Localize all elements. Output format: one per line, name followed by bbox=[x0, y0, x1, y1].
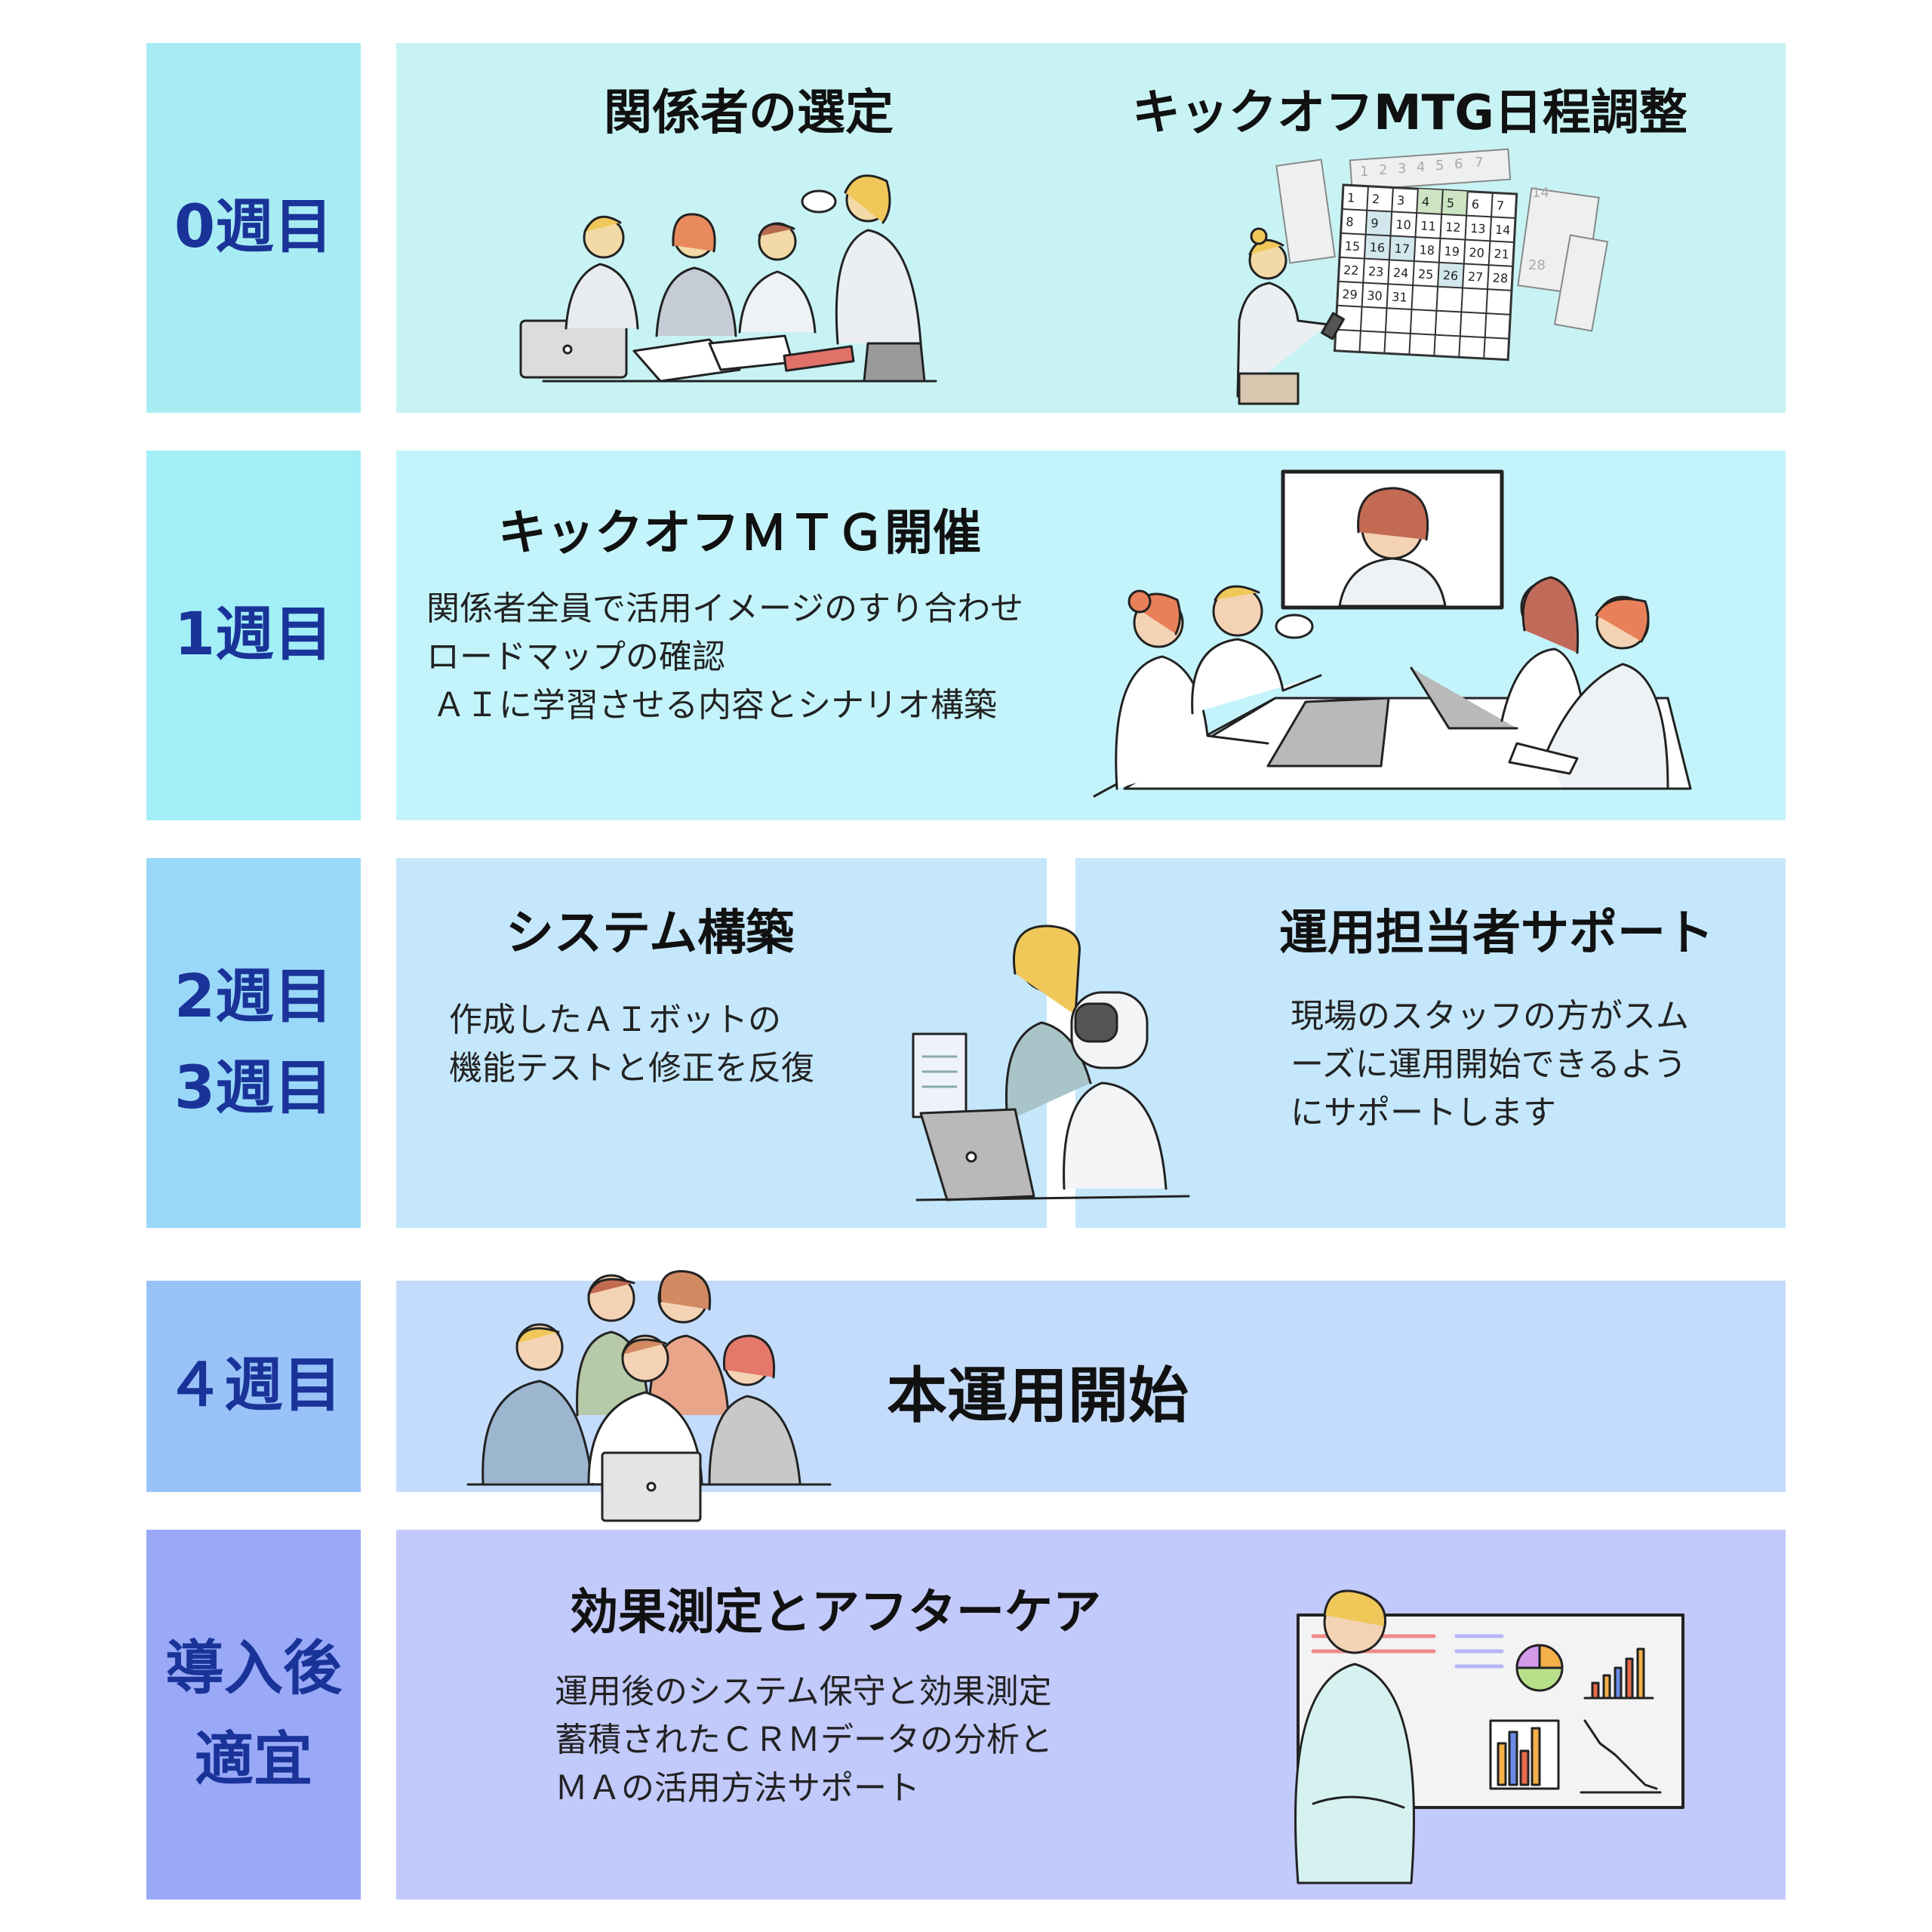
calendar-day: 2 bbox=[1372, 192, 1380, 207]
week-label-3-line: 3週目 bbox=[174, 1054, 334, 1122]
calendar-day: 23 bbox=[1368, 264, 1384, 279]
step-title-aftercare: 効果測定とアフターケア bbox=[570, 1585, 1101, 1641]
calendar-day: 4 bbox=[1421, 194, 1429, 209]
calendar-grid-line bbox=[1340, 232, 1515, 243]
calendar-day: 26 bbox=[1442, 268, 1458, 283]
calendar-day: 3 bbox=[1397, 193, 1405, 208]
calendar-day: 27 bbox=[1467, 269, 1483, 285]
step-description-aftercare: 運用後のシステム保守と効果測定 蓄積されたＣＲＭデータの分析と ＭＡの活用方法サ… bbox=[555, 1668, 1053, 1813]
description-line: ＭＡの活用方法サポート bbox=[555, 1769, 920, 1807]
calendar-day: 30 bbox=[1367, 288, 1383, 303]
week-label-after-deployment: 導入後 適宜 bbox=[146, 1530, 361, 1900]
description-line: 運用後のシステム保守と効果測定 bbox=[555, 1672, 1052, 1711]
week-label-after-line-2: 適宜 bbox=[194, 1726, 312, 1794]
description-line: 機能テストと修正を反復 bbox=[449, 1049, 814, 1088]
ai-bot-testing-illustration bbox=[912, 924, 1190, 1201]
calendar-grid-line bbox=[1335, 328, 1509, 340]
step-title-operator-support: 運用担当者サポート bbox=[1279, 906, 1714, 961]
step-title-schedule-kickoff: キックオフMTG日程調整 bbox=[1132, 85, 1687, 141]
calendar-back-day: 28 bbox=[1528, 257, 1546, 273]
calendar-day: 8 bbox=[1346, 214, 1354, 229]
calendar-day: 29 bbox=[1342, 287, 1358, 302]
week-label-0: 0週目 bbox=[146, 43, 361, 413]
calendar-grid-line bbox=[1433, 189, 1444, 356]
step-description-kickoff-meeting: 関係者全員で活用イメージのすり合わせ ロードマップの確認 ＡＩに学習させる内容と… bbox=[426, 585, 1023, 730]
step-title-go-live: 本運用開始 bbox=[887, 1361, 1189, 1431]
calendar-day: 12 bbox=[1445, 220, 1461, 235]
calendar-day: 11 bbox=[1420, 218, 1436, 233]
calendar-day: 14 bbox=[1495, 223, 1511, 238]
description-line: にサポートします bbox=[1291, 1094, 1556, 1132]
calendar-day: 20 bbox=[1469, 245, 1484, 260]
calendar-back-day: 5 bbox=[1435, 158, 1444, 174]
step-title-system-build: システム構築 bbox=[506, 906, 795, 961]
description-line: ロードマップの確認 bbox=[426, 638, 725, 676]
calendar-day: 28 bbox=[1492, 271, 1508, 286]
analytics-presenter-illustration bbox=[1294, 1589, 1684, 1884]
calendar-back-day: 14 bbox=[1532, 185, 1549, 201]
calendar-grid-line bbox=[1342, 208, 1516, 219]
calendar-day: 7 bbox=[1496, 198, 1504, 214]
week-label-after-line-1: 導入後 bbox=[165, 1634, 342, 1703]
celebrating-team-illustration bbox=[466, 1270, 832, 1522]
calendar-grid-line bbox=[1358, 186, 1369, 352]
calendar-grid-line bbox=[1337, 304, 1511, 315]
step-description-system-build: 作成したＡＩボットの 機能テストと修正を反復 bbox=[449, 996, 814, 1093]
week-label-1: 1週目 bbox=[146, 451, 361, 820]
calendar-day: 19 bbox=[1444, 244, 1460, 259]
week-label-2-3: 2週目 3週目 bbox=[146, 858, 361, 1228]
calendar-day: 13 bbox=[1470, 221, 1486, 236]
calendar-day: 25 bbox=[1417, 266, 1433, 281]
calendar-day: 5 bbox=[1446, 195, 1454, 211]
step-panel-operator-support bbox=[1075, 858, 1786, 1228]
calendar-back-day: 3 bbox=[1398, 161, 1406, 177]
calendar-grid-line bbox=[1383, 187, 1394, 354]
calendar-day: 1 bbox=[1347, 190, 1355, 205]
calendar-back-day: 1 bbox=[1360, 164, 1368, 180]
calendar-day: 24 bbox=[1393, 266, 1409, 281]
description-line: 蓄積されたＣＲＭデータの分析と bbox=[555, 1721, 1053, 1759]
team-meeting-illustration bbox=[519, 174, 937, 383]
calendar-grid-line bbox=[1338, 280, 1512, 291]
week-label-0-line: 0週目 bbox=[174, 193, 334, 262]
calendar-day: 10 bbox=[1395, 217, 1411, 232]
calendar-day: 17 bbox=[1394, 242, 1410, 257]
week-label-2-line: 2週目 bbox=[174, 962, 334, 1031]
week-label-4: ４週目 bbox=[146, 1281, 361, 1492]
step-title-select-stakeholders: 関係者の選定 bbox=[604, 85, 894, 141]
calendar-back-day: 2 bbox=[1379, 162, 1387, 178]
description-line: ＡＩに学習させる内容とシナリオ構築 bbox=[432, 686, 997, 724]
calendar-day: 18 bbox=[1419, 242, 1435, 257]
step-description-operator-support: 現場のスタッフの方がスム ーズに運用開始できるよう にサポートします bbox=[1291, 992, 1689, 1137]
week-label-1-line: 1週目 bbox=[174, 601, 334, 669]
calendar-grid-line bbox=[1458, 191, 1469, 358]
calendar-day: 16 bbox=[1369, 240, 1385, 255]
calendar-day: 22 bbox=[1343, 263, 1359, 278]
calendar-back-day: 7 bbox=[1475, 155, 1483, 171]
description-line: ーズに運用開始できるよう bbox=[1291, 1045, 1687, 1084]
video-conference-illustration bbox=[1093, 469, 1692, 798]
calendar-day: 15 bbox=[1344, 238, 1360, 254]
calendar-grid-line bbox=[1483, 192, 1494, 359]
week-label-4-line: ４週目 bbox=[165, 1352, 342, 1420]
description-line: 作成したＡＩボットの bbox=[449, 1001, 781, 1039]
description-line: 現場のスタッフの方がスム bbox=[1291, 997, 1689, 1035]
calendar-day: 21 bbox=[1494, 247, 1509, 262]
step-title-kickoff-meeting: キックオフＭＴＧ開催 bbox=[498, 506, 981, 561]
calendar-grid-line bbox=[1339, 256, 1513, 267]
calendar-day: 31 bbox=[1392, 290, 1407, 305]
description-line: 関係者全員で活用イメージのすり合わせ bbox=[426, 589, 1024, 628]
calendar-day: 6 bbox=[1471, 197, 1479, 212]
calendar-grid-line bbox=[1408, 189, 1419, 355]
calendar-back-day: 6 bbox=[1454, 156, 1463, 172]
calendar-day: 9 bbox=[1371, 216, 1379, 231]
calendar-back-day: 4 bbox=[1417, 159, 1425, 175]
